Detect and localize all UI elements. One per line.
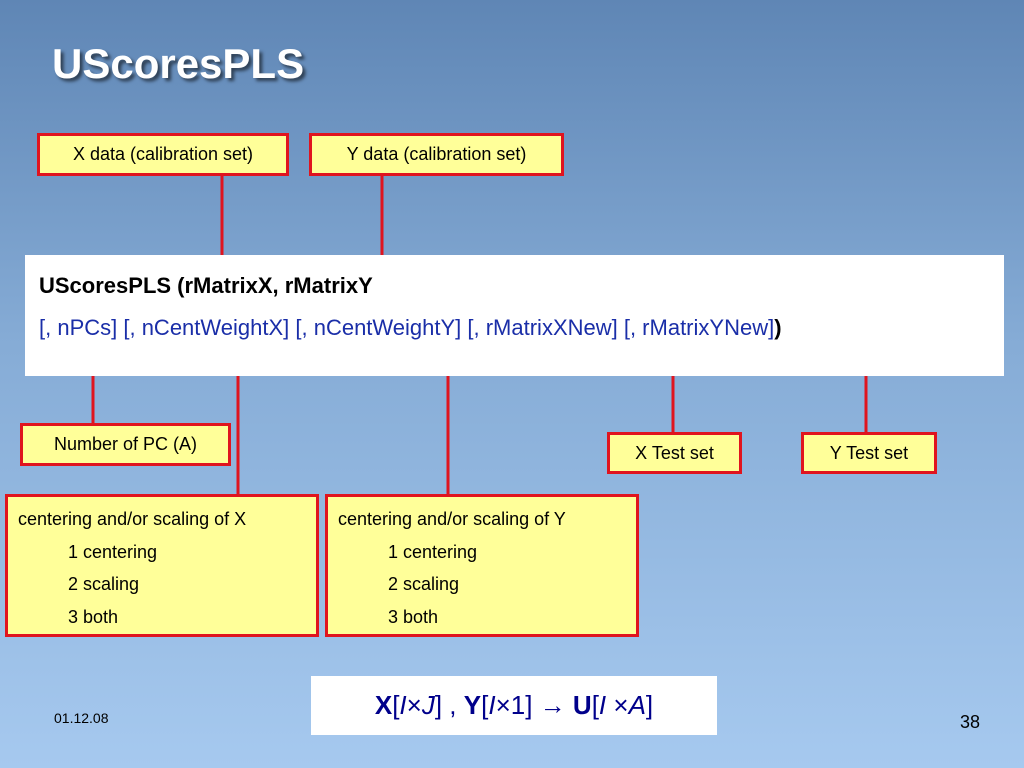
signature-arguments: [, nPCs] [, nCentWeightX] [, nCentWeight…	[39, 315, 775, 340]
centering-x-option: 1 centering	[68, 541, 158, 562]
formula-a: A	[628, 690, 646, 720]
centering-x-option: 3 both	[68, 606, 119, 627]
callout-x-test: X Test set	[607, 432, 742, 474]
callout-npc-label: Number of PC (A)	[53, 434, 198, 454]
formula-x: X	[374, 690, 393, 720]
callout-x-data: X data (calibration set)	[37, 133, 289, 176]
centering-y-option: 3 both	[388, 606, 439, 627]
centering-x-heading: centering and/or scaling of X	[18, 509, 247, 529]
signature-line-1: UScoresPLS (rMatrixX, rMatrixY	[39, 273, 373, 298]
centering-x-option: 2 scaling	[68, 574, 140, 594]
callout-y-test: Y Test set	[801, 432, 937, 474]
slide-title: UScoresPLS	[52, 40, 305, 87]
formula-times: ×	[406, 690, 422, 720]
centering-y-option: 1 centering	[388, 541, 478, 562]
signature-closing-paren: )	[774, 315, 782, 340]
callout-y-data: Y data (calibration set)	[309, 133, 564, 176]
formula-one: 1	[510, 690, 526, 720]
page-number: 38	[960, 712, 981, 732]
formula-i: I	[399, 690, 407, 720]
centering-y-option: 2 scaling	[388, 574, 460, 594]
formula-u: U	[572, 690, 592, 720]
formula-bracket: [	[392, 690, 400, 720]
function-signature-box: UScoresPLS (rMatrixX, rMatrixY [, nPCs] …	[25, 255, 1004, 376]
formula-separator: ,	[442, 690, 464, 720]
callout-y-test-label: Y Test set	[829, 442, 909, 463]
callout-x-test-label: X Test set	[635, 442, 714, 463]
formula-y: Y	[463, 690, 482, 720]
formula-i: I	[488, 690, 496, 720]
formula-bracket: [	[591, 690, 599, 720]
formula-times: ×	[606, 690, 629, 720]
formula-j: J	[421, 690, 435, 720]
dimension-formula: X[I×J] , Y[I×1] → U[I ×A]	[311, 676, 717, 735]
callout-y-data-label: Y data (calibration set)	[346, 144, 527, 164]
formula-i: I	[598, 690, 607, 720]
formula-bracket: ]	[645, 690, 654, 720]
footer-date: 01.12.08	[54, 710, 109, 726]
formula-bracket: ]	[434, 690, 443, 720]
formula-bracket: [	[481, 690, 489, 720]
signature-line-2: [, nPCs] [, nCentWeightX] [, nCentWeight…	[39, 315, 990, 341]
callout-npc: Number of PC (A)	[20, 423, 231, 466]
formula-times: ×	[495, 690, 511, 720]
callout-centering-y: centering and/or scaling of Y 1 centerin…	[325, 494, 639, 637]
callout-x-data-label: X data (calibration set)	[72, 144, 254, 164]
centering-y-heading: centering and/or scaling of Y	[338, 509, 566, 529]
formula-bracket: ]	[525, 690, 533, 720]
callout-centering-x: centering and/or scaling of X 1 centerin…	[5, 494, 319, 637]
formula-arrow: →	[532, 690, 573, 720]
